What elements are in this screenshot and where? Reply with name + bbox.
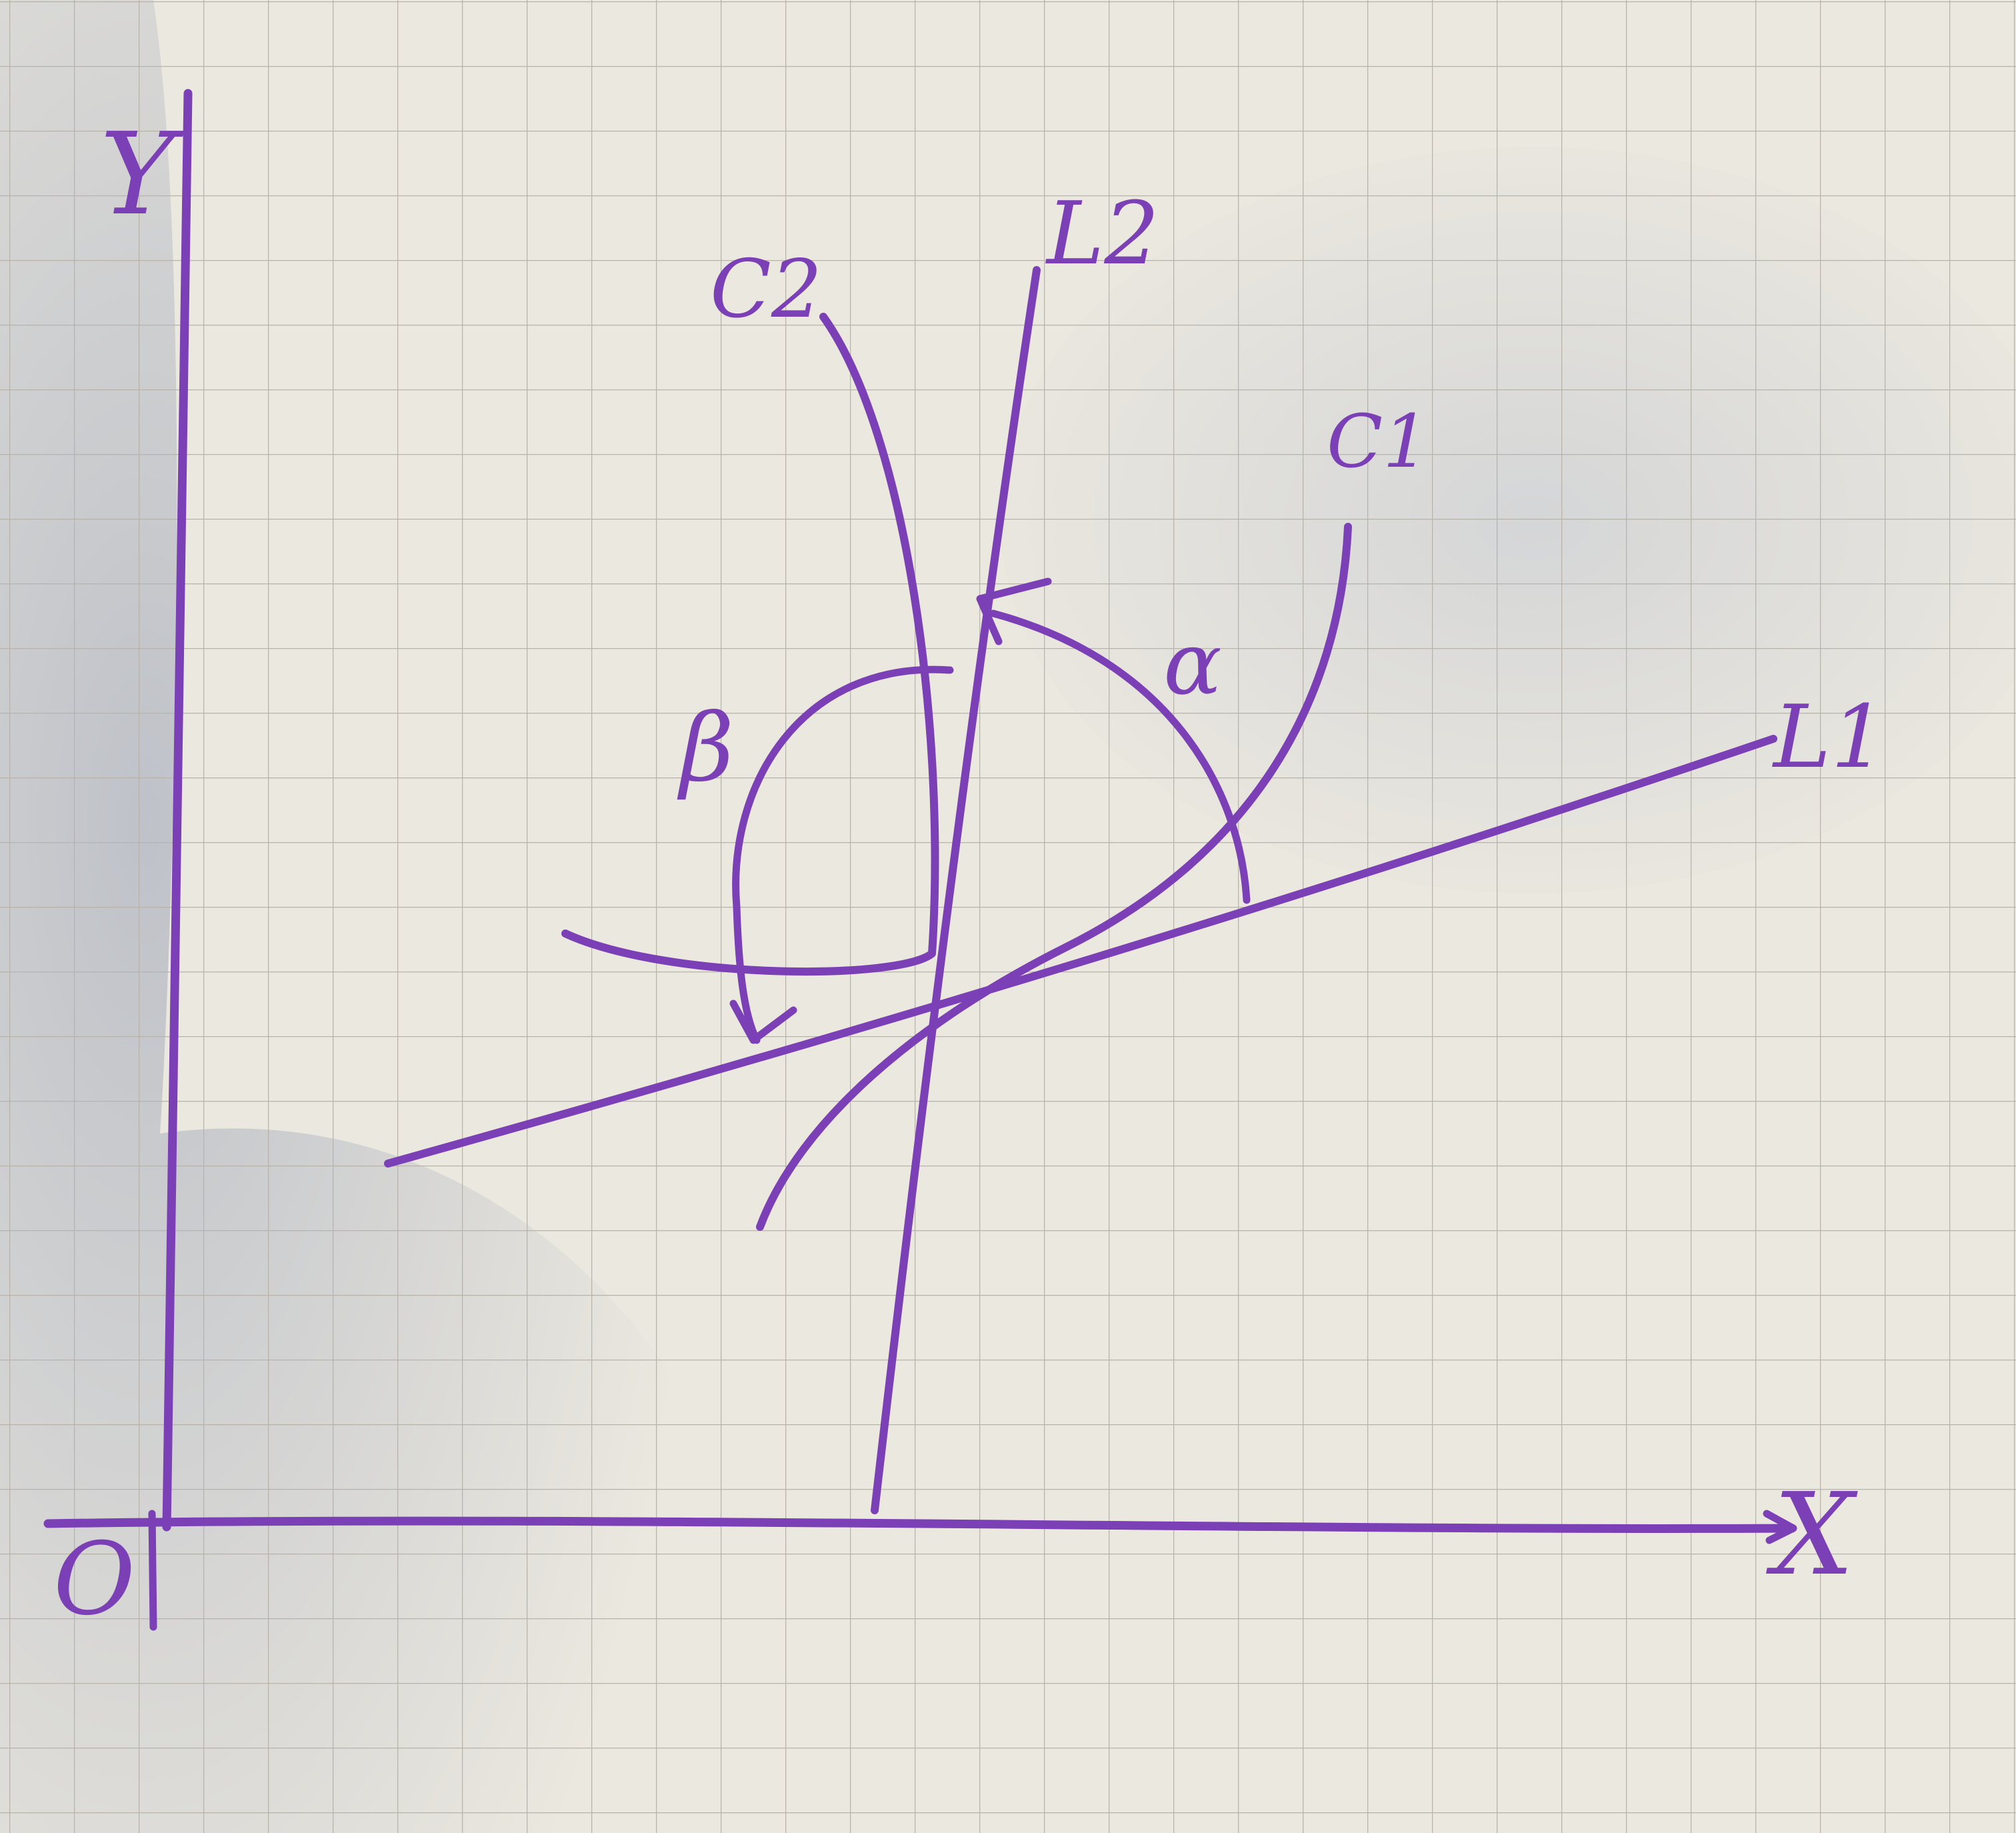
curve-c2 <box>561 313 939 976</box>
y-axis-label: Y <box>100 109 184 241</box>
curve-c1 <box>756 523 1352 1231</box>
y-axis <box>162 89 193 1532</box>
alpha-arc <box>989 609 1251 904</box>
curve-c2-label: C2 <box>710 243 822 336</box>
x-axis-label: X <box>1766 1469 1858 1601</box>
origin-label: O <box>53 1522 135 1638</box>
curve-c1-label: C1 <box>1327 399 1429 484</box>
line-l1-label: L1 <box>1772 686 1886 787</box>
beta-arc <box>732 665 954 1044</box>
line-l2-label: L2 <box>1045 183 1159 284</box>
beta-arrowhead <box>729 1000 797 1044</box>
x-axis-arrowhead <box>1763 1510 1797 1544</box>
line-l2 <box>871 266 1041 1514</box>
angle-beta-label: β <box>677 694 734 803</box>
angle-alpha-label: α <box>1163 613 1222 714</box>
alpha-arrowhead <box>976 577 1052 645</box>
x-axis <box>43 1516 1797 1533</box>
origin-tick <box>148 1510 157 1631</box>
